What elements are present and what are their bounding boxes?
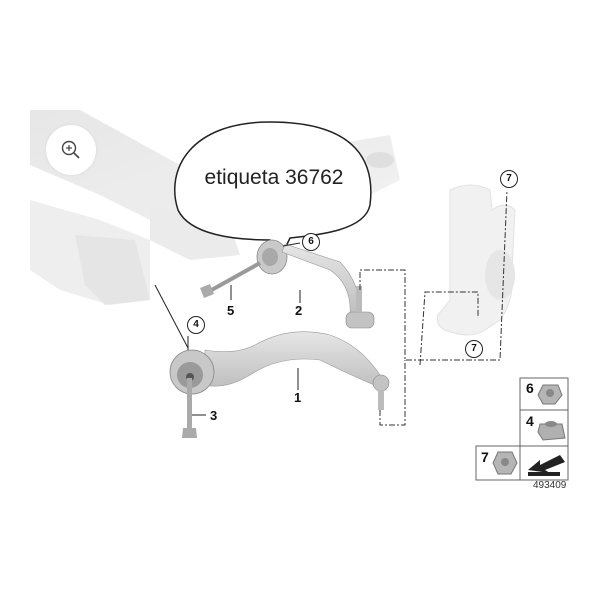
lower-control-arm bbox=[169, 331, 390, 438]
direction-arrow-icon bbox=[528, 455, 565, 476]
circled-callout-4: 4 bbox=[187, 316, 205, 334]
legend-number-4: 4 bbox=[526, 413, 534, 429]
legend-number-6: 6 bbox=[526, 380, 534, 396]
callout-part-2: 2 bbox=[295, 303, 303, 318]
upper-control-arm bbox=[200, 239, 375, 329]
zoom-in-icon bbox=[61, 140, 80, 159]
label-bubble-text: etiqueta 36762 bbox=[204, 166, 344, 189]
callout-part-3: 3 bbox=[210, 408, 218, 423]
steering-knuckle bbox=[436, 184, 516, 336]
zoom-button[interactable] bbox=[46, 125, 96, 175]
legend-number-7: 7 bbox=[481, 449, 489, 465]
callout-part-1: 1 bbox=[294, 390, 302, 405]
callout-part-5: 5 bbox=[227, 303, 235, 318]
circled-callout-6: 6 bbox=[302, 233, 320, 251]
circled-callout-7-top: 7 bbox=[500, 170, 518, 188]
diagram-id: 493409 bbox=[533, 480, 567, 491]
circled-callout-7-bottom: 7 bbox=[465, 340, 483, 358]
